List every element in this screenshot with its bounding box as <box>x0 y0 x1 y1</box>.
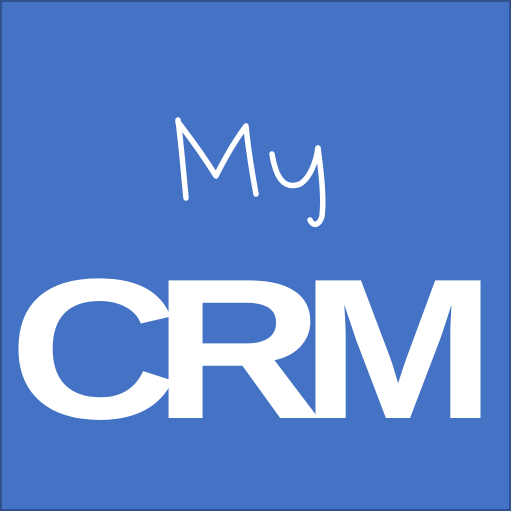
logo-letter-r: R <box>153 238 323 461</box>
logo-script-my <box>175 117 326 228</box>
logo-letter-c: C <box>9 238 179 461</box>
logo-letter-m: M <box>300 238 497 461</box>
